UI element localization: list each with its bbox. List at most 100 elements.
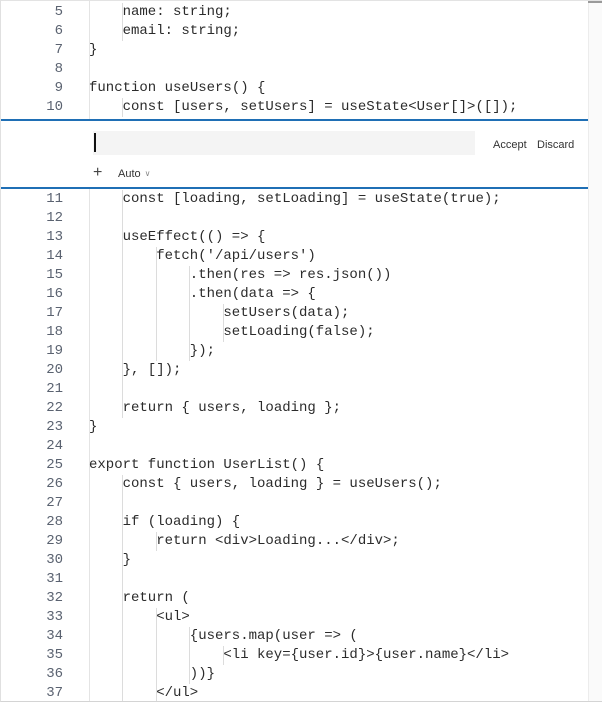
code-line[interactable]: 23}: [1, 418, 589, 437]
inline-edit-widget: Accept Discard + Auto ∨: [1, 119, 589, 189]
code-line[interactable]: 27: [1, 494, 589, 513]
indent-guide: [222, 323, 224, 342]
code-text: setLoading(false);: [223, 324, 375, 340]
line-number: 35: [46, 647, 63, 663]
code-line[interactable]: 7}: [1, 41, 589, 60]
indent-guide: [122, 3, 123, 22]
plus-icon[interactable]: +: [93, 164, 103, 181]
indent-guide: [122, 475, 123, 494]
indent-guide: [122, 342, 123, 361]
code-line[interactable]: 15 .then(res => res.json()): [1, 266, 589, 285]
code-line[interactable]: 34{users.map(user => (: [1, 627, 589, 646]
code-line[interactable]: 18 setLoading(false);: [1, 323, 589, 342]
code-line[interactable]: 24: [1, 437, 589, 456]
code-line[interactable]: 6 email: string;: [1, 22, 589, 41]
indent-guide: [122, 247, 123, 266]
scrollbar-thumb[interactable]: [588, 1, 602, 3]
line-number: 5: [54, 4, 63, 20]
line-number: 12: [46, 210, 63, 226]
code-line[interactable]: 20}, []);: [1, 361, 589, 380]
code-line[interactable]: 33 <ul>: [1, 608, 589, 627]
line-number: 19: [46, 343, 63, 359]
line-number: 10: [46, 99, 63, 115]
indent-guide: [189, 646, 191, 665]
code-line[interactable]: 35<li key={user.id}>{user.name}</li>: [1, 646, 589, 665]
line-number: 13: [46, 229, 63, 245]
code-line[interactable]: 12: [1, 209, 589, 228]
code-text: .then(data => {: [189, 286, 316, 302]
code-line[interactable]: 19});: [1, 342, 589, 361]
line-number: 6: [54, 23, 63, 39]
indent-guide: [155, 684, 157, 701]
indent-guide: [122, 551, 123, 570]
indent-guide: [122, 494, 123, 513]
indent-guide: [155, 342, 157, 361]
code-line[interactable]: 37</ul>: [1, 684, 589, 701]
indent-guide: [122, 570, 123, 589]
line-number: 14: [46, 248, 63, 264]
indent-guide: [122, 228, 123, 247]
indent-guide: [189, 266, 191, 285]
indent-guide: [122, 684, 123, 701]
indent-guide: [189, 627, 191, 646]
accept-button[interactable]: Accept: [493, 139, 527, 151]
vertical-scrollbar[interactable]: [588, 1, 602, 701]
code-line[interactable]: 21: [1, 380, 589, 399]
code-text: .then(res => res.json()): [189, 267, 392, 283]
indent-guide: [189, 285, 191, 304]
line-number: 33: [46, 609, 63, 625]
code-text: }: [89, 419, 98, 435]
code-line[interactable]: 8: [1, 60, 589, 79]
code-text: email: string;: [122, 23, 241, 39]
line-number: 26: [46, 476, 63, 492]
line-number: 20: [46, 362, 63, 378]
line-number: 15: [46, 267, 63, 283]
code-line[interactable]: 16.then(data => {: [1, 285, 589, 304]
line-number: 32: [46, 590, 63, 606]
code-line[interactable]: 22 return { users, loading };: [1, 399, 589, 418]
line-number: 22: [46, 400, 63, 416]
code-text: name: string;: [122, 4, 232, 20]
code-text: if (loading) {: [122, 514, 241, 530]
code-line[interactable]: 30}: [1, 551, 589, 570]
code-text: }: [89, 42, 98, 58]
indent-guide: [122, 380, 123, 399]
indent-guide: [122, 646, 123, 665]
code-text: return (: [122, 590, 190, 606]
discard-button[interactable]: Discard: [537, 139, 575, 151]
code-text: const [users, setUsers] = useState<User[…: [122, 99, 518, 115]
indent-guide: [122, 513, 123, 532]
indent-guide: [122, 665, 123, 684]
code-line[interactable]: 10 const [users, setUsers] = useState<Use…: [1, 98, 589, 117]
indent-guide: [222, 304, 224, 323]
line-number: 8: [54, 61, 63, 77]
line-number: 18: [46, 324, 63, 340]
code-line[interactable]: 31: [1, 570, 589, 589]
code-line[interactable]: 32 return (: [1, 589, 589, 608]
line-number: 31: [46, 571, 63, 587]
code-line[interactable]: 36))}: [1, 665, 589, 684]
code-text: return { users, loading };: [122, 400, 342, 416]
indent-guide: [155, 304, 157, 323]
mode-dropdown[interactable]: Auto ∨: [118, 168, 151, 180]
code-text: ))}: [189, 666, 216, 682]
indent-guide: [122, 190, 123, 209]
chevron-down-icon: ∨: [144, 168, 151, 178]
indent-guide: [122, 266, 123, 285]
code-text: <ul>: [156, 609, 190, 625]
mode-label: Auto: [118, 168, 141, 180]
inline-prompt-input[interactable]: [93, 131, 475, 155]
code-line[interactable]: 5 name: string;: [1, 3, 589, 22]
